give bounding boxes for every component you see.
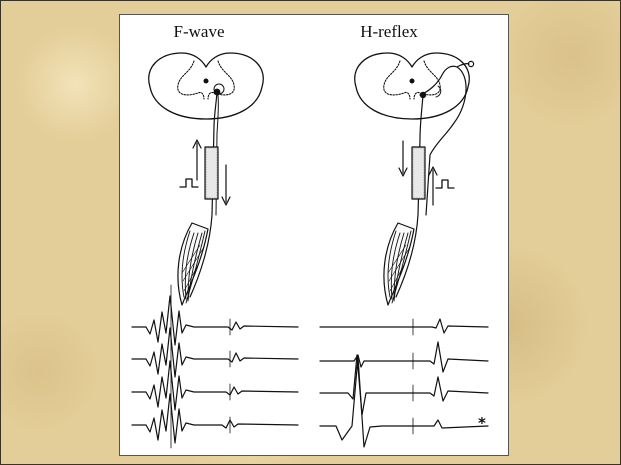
fwave-stimulating-electrode-icon [205,147,218,199]
fwave-antidromic-arrow-icon [193,140,201,180]
hreflex-sensory-fiber [420,61,474,215]
hreflex-muscle-icon [384,223,414,305]
hreflex-emg-traces [320,319,488,447]
hreflex-trace-3 [320,355,488,415]
hreflex-spinal-cord-icon [355,53,470,119]
fwave-title: F-wave [129,22,269,42]
fwave-spinal-cord-icon [149,53,264,119]
fwave-emg-traces [132,285,298,448]
fwave-orthodromic-arrow-icon [222,165,230,205]
hreflex-trace-1 [320,319,488,333]
hreflex-efferent-arrow-icon [399,141,407,176]
fwave-trace-1 [132,296,298,345]
hreflex-trace-4 [320,357,488,447]
hreflex-stimulus-pulse-icon [436,180,454,188]
figure-panel: F-wave H-reflex * [119,14,509,456]
fwave-muscle-icon [178,223,208,305]
nerve-conduction-diagram [120,15,509,456]
hreflex-afferent-arrow-icon [429,167,437,205]
trace-asterisk-marker: * [478,414,486,432]
fwave-stimulus-pulse-icon [180,179,198,187]
hreflex-title: H-reflex [319,22,459,42]
hreflex-trace-2 [320,342,488,372]
hreflex-stimulating-electrode-icon [412,147,425,199]
